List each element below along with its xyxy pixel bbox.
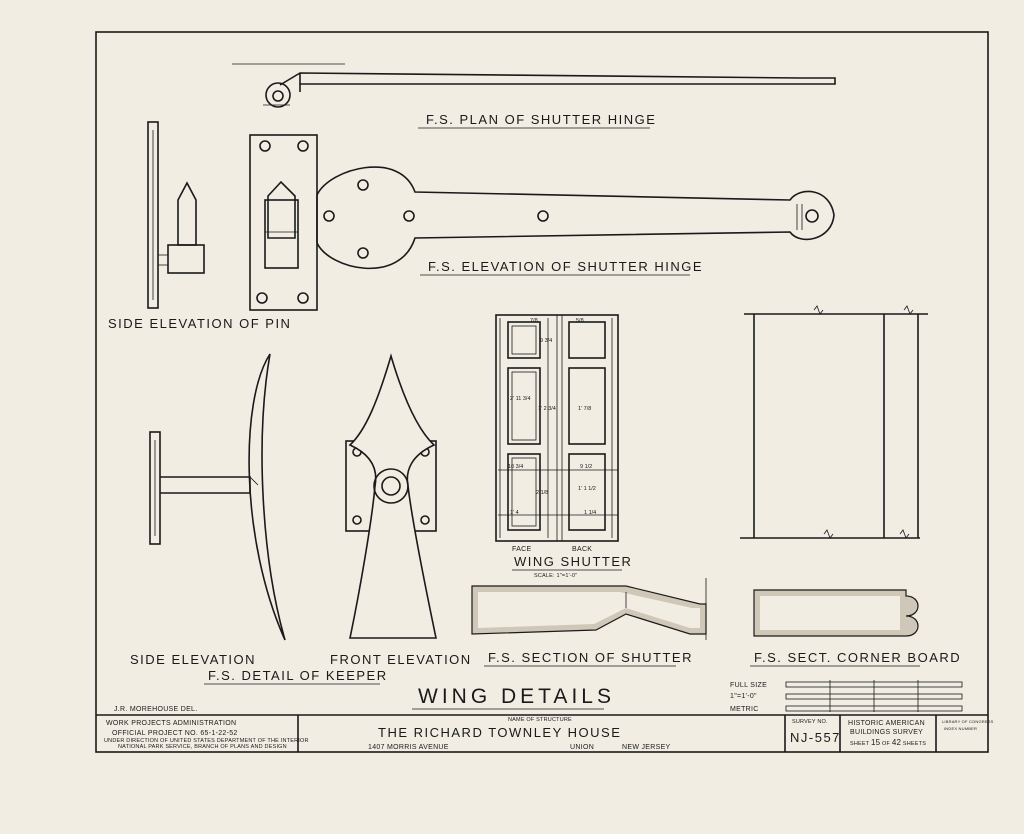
dimension-label: 10 3/4 [508,464,523,470]
keeper-front-elevation-figure [345,353,437,639]
structure-state: NEW JERSEY [622,744,671,751]
label-back: BACK [572,546,592,553]
sheet-border [95,31,989,753]
title-block [297,715,937,752]
dimension-label: 1' 1 1/2 [578,486,596,492]
draftsman-credit: J.R. MOREHOUSE DEL. [114,706,198,713]
graphic-scale-bars: FULL SIZE 1"=1'-0" METRIC [730,680,963,713]
structure-address: 1407 MORRIS AVENUE [368,744,449,751]
wing-shutter-dimensions: 7/8 9 3/4 5/8 2' 11 3/4 1' 2 3/4 1' 7/8 … [508,318,596,516]
sheet-total: 42 [892,738,902,747]
label-corner-board: F.S. SECT. CORNER BOARD [754,650,961,665]
label-wing-shutter: WING SHUTTER [514,554,632,569]
survey-number: NJ-557 [790,730,841,745]
habs-line-1: HISTORIC AMERICAN [848,720,925,727]
label-front-elevation: FRONT ELEVATION [330,652,472,667]
pin-side-elevation-figure [147,121,205,309]
sheet-count: SHEET 15 OF 42 SHEETS [850,738,926,747]
label-side-pin: SIDE ELEVATION OF PIN [108,316,291,331]
survey-caption: SURVEY NO. [792,719,828,725]
label-face: FACE [512,546,532,553]
wpa-line-2: OFFICIAL PROJECT NO. 65-1-22-52 [112,730,238,737]
corner-board-elevation-figure [740,305,928,539]
label-plan-hinge: F.S. PLAN OF SHUTTER HINGE [426,112,656,127]
dimension-label: 5/8 [576,318,584,324]
corner-board-section-figure [753,589,919,637]
wpa-line-1: WORK PROJECTS ADMINISTRATION [106,720,236,727]
hinge-elevation-figure [249,134,835,311]
loc-line-2: INDEX NUMBER [944,726,977,731]
scale-metric: METRIC [730,706,759,713]
dimension-label: 9 1/2 [580,464,592,470]
dimension-label: 9 3/4 [540,338,552,344]
dimension-label: 7/8 [530,318,538,324]
label-section-shutter: F.S. SECTION OF SHUTTER [488,650,693,665]
structure-city: UNION [570,744,594,751]
hinge-plan-figure [232,63,836,108]
habs-line-2: BUILDINGS SURVEY [850,729,923,736]
dimension-label: 2 1/8 [536,490,548,496]
label-elevation-hinge: F.S. ELEVATION OF SHUTTER HINGE [428,259,703,274]
scale-foot: 1"=1'-0" [730,693,757,700]
loc-line-1: LIBRARY OF CONGRESS [942,719,994,724]
scale-full-size: FULL SIZE [730,682,767,689]
structure-name: THE RICHARD TOWNLEY HOUSE [378,725,621,740]
label-side-elevation: SIDE ELEVATION [130,652,256,667]
drawing-title: WING DETAILS [418,685,615,708]
shutter-section-figure [471,578,707,640]
label-wing-scale: SCALE: 1"=1'-0" [534,573,577,579]
dimension-label: 1' 2 3/4 [538,406,556,412]
wpa-line-3: UNDER DIRECTION OF UNITED STATES DEPARTM… [104,738,309,744]
dimension-label: 1 1/4 [584,510,596,516]
structure-name-caption: NAME OF STRUCTURE [508,717,572,723]
dimension-label: 1' 4 [510,510,519,516]
dimension-label: 2' 11 3/4 [510,396,531,402]
dimension-label: 1' 7/8 [578,406,591,412]
wing-shutter-figure [495,314,619,542]
label-detail-keeper: F.S. DETAIL OF KEEPER [208,668,388,683]
wpa-line-4: NATIONAL PARK SERVICE, BRANCH OF PLANS A… [118,744,287,750]
keeper-side-elevation-figure [149,353,286,641]
sheet-number: 15 [871,738,881,747]
